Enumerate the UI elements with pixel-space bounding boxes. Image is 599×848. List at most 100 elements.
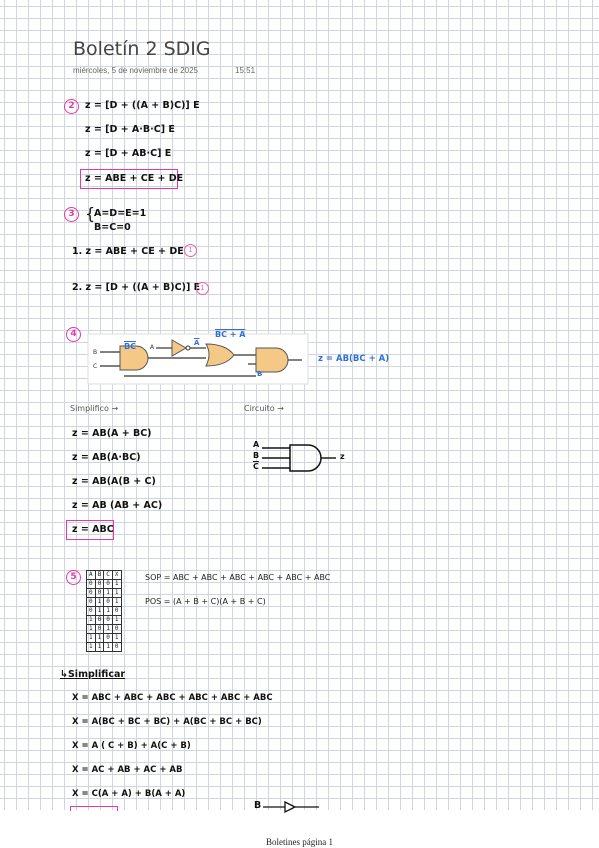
truth-table-cell: 1: [103, 588, 113, 598]
and-gate-drawing: [262, 444, 336, 472]
truth-table-cell: 1: [103, 624, 113, 634]
page-date: miércoles, 5 de noviembre de 2025: [73, 66, 198, 75]
ex5-step-4: X = AC + AB + AC + AB: [72, 765, 183, 775]
ex3-cond-1: A=D=E=1: [94, 208, 147, 219]
exercise-5-number: 5: [66, 570, 81, 585]
ex5-step-1: X = ABC + ABC + ABC + ABC + ABC + ABC: [72, 693, 273, 703]
exercise-3-number: 3: [64, 207, 79, 222]
truth-table-cell: 0: [103, 615, 113, 625]
truth-table-cell: 0: [86, 606, 96, 616]
ex2-line-3: z = [D + AB·C] E: [85, 148, 172, 159]
truth-table-cell: 0: [103, 597, 113, 607]
ex3-item-1: 1. z = ABE + CE + DE: [72, 246, 184, 257]
truth-table-cell: 1: [94, 642, 105, 652]
gate-output-z: z: [340, 452, 345, 461]
ex3-brace: {: [85, 204, 96, 223]
ex2-line-1: z = [D + ((A + B)C)] E: [85, 100, 200, 111]
ex4-step-2: z = AB(A·BC): [72, 452, 141, 463]
diagram-label-bc: BC: [124, 342, 136, 351]
truth-table-cell: 1: [111, 633, 122, 643]
ex2-answer-box: [80, 169, 178, 189]
ex5-step-5: X = C(A + A) + B(A + A): [72, 789, 186, 799]
gate-input-b: B: [253, 451, 260, 460]
ex3-item-2: 2. z = [D + ((A + B)C)] E: [72, 282, 201, 293]
page-footer: Boletines página 1: [266, 837, 333, 847]
truth-table-cell: 1: [103, 642, 113, 652]
truth-table-cell: 0: [111, 642, 122, 652]
diagram-input-c: C: [93, 363, 98, 370]
exercise-4-number: 4: [66, 327, 81, 342]
ex5-bottom-label: B: [254, 800, 262, 811]
truth-table-cell: 0: [103, 579, 113, 589]
truth-table-cell: 0: [94, 579, 105, 589]
pos-expression: POS = (A + B + C)(A + B + C): [145, 597, 266, 606]
page-time: 15:51: [235, 66, 256, 75]
page-title: Boletín 2 SDIG: [73, 38, 211, 60]
ex3-item-2-result: 1: [196, 282, 209, 295]
truth-table-cell: 0: [111, 606, 122, 616]
truth-table-cell: 0: [103, 633, 113, 643]
ex3-item-1-result: 1: [184, 244, 197, 257]
truth-table-cell: 0: [94, 615, 105, 625]
th-a: A: [86, 570, 96, 580]
diagram-output: z = AB(BC + A): [318, 354, 390, 364]
ex4-answer-box: [66, 520, 114, 540]
truth-table-header: A B C X: [86, 570, 122, 580]
circuito-label: Circuito →: [244, 404, 284, 413]
ex4-step-3: z = AB(A(B + C): [72, 476, 156, 487]
truth-table-cell: 1: [103, 606, 113, 616]
bottom-buffer-sketch: [263, 800, 319, 814]
gate-input-a: A: [253, 440, 260, 449]
ex4-step-5: z = ABC: [72, 524, 114, 535]
truth-table-cell: 0: [94, 588, 105, 598]
th-b: B: [94, 570, 105, 580]
diagram-label-b-blue: B: [257, 370, 263, 378]
truth-table-cell: 0: [111, 624, 122, 634]
truth-table-cell: 1: [86, 642, 96, 652]
ex5-step-2: X = A(BC + BC + BC) + A(BC + BC + BC): [72, 717, 262, 727]
simplificar-label: ↳Simplificar: [60, 669, 126, 680]
diagram-label-a: A: [150, 344, 155, 351]
truth-table-cell: 0: [86, 597, 96, 607]
th-c: C: [103, 570, 113, 580]
exercise-2-number: 2: [64, 99, 79, 114]
diagram-input-b: B: [93, 349, 98, 356]
truth-table-cell: 0: [86, 588, 96, 598]
ex2-line-2: z = [D + A·B·C] E: [85, 124, 175, 135]
truth-table-cell: 1: [86, 633, 96, 643]
th-x: X: [111, 570, 122, 580]
ex4-step-1: z = AB(A + BC): [72, 428, 152, 439]
truth-table-cell: 1: [94, 606, 105, 616]
truth-table-cell: 1: [94, 597, 105, 607]
diagram-label-a-bar: A: [194, 339, 200, 347]
logic-circuit-diagram: [87, 333, 309, 385]
sop-expression: SOP = ABC + ABC + ABC + ABC + ABC + ABC: [145, 573, 331, 582]
truth-table-cell: 0: [94, 624, 105, 634]
diagram-label-bc-a: BC + A: [215, 330, 246, 339]
ex5-step-3: X = A ( C + B) + A(C + B): [72, 741, 191, 751]
truth-table-cell: 1: [111, 579, 122, 589]
footer-band: [0, 810, 599, 848]
gate-input-c: C: [253, 462, 259, 471]
ex4-step-4: z = AB (AB + AC): [72, 500, 163, 511]
truth-table-cell: 1: [86, 615, 96, 625]
truth-table-cell: 1: [94, 633, 105, 643]
ex3-cond-2: B=C=0: [94, 222, 131, 233]
truth-table-cell: 1: [111, 597, 122, 607]
ex2-line-4: z = ABE + CE + DE: [85, 173, 184, 184]
truth-table-cell: 1: [111, 588, 122, 598]
truth-table-cell: 1: [86, 624, 96, 634]
ex5-answer-box: [70, 806, 118, 811]
notebook-page: [0, 0, 599, 810]
truth-table-cell: 1: [111, 615, 122, 625]
simplifico-label: Simplifico →: [70, 404, 119, 413]
truth-table-cell: 0: [86, 579, 96, 589]
